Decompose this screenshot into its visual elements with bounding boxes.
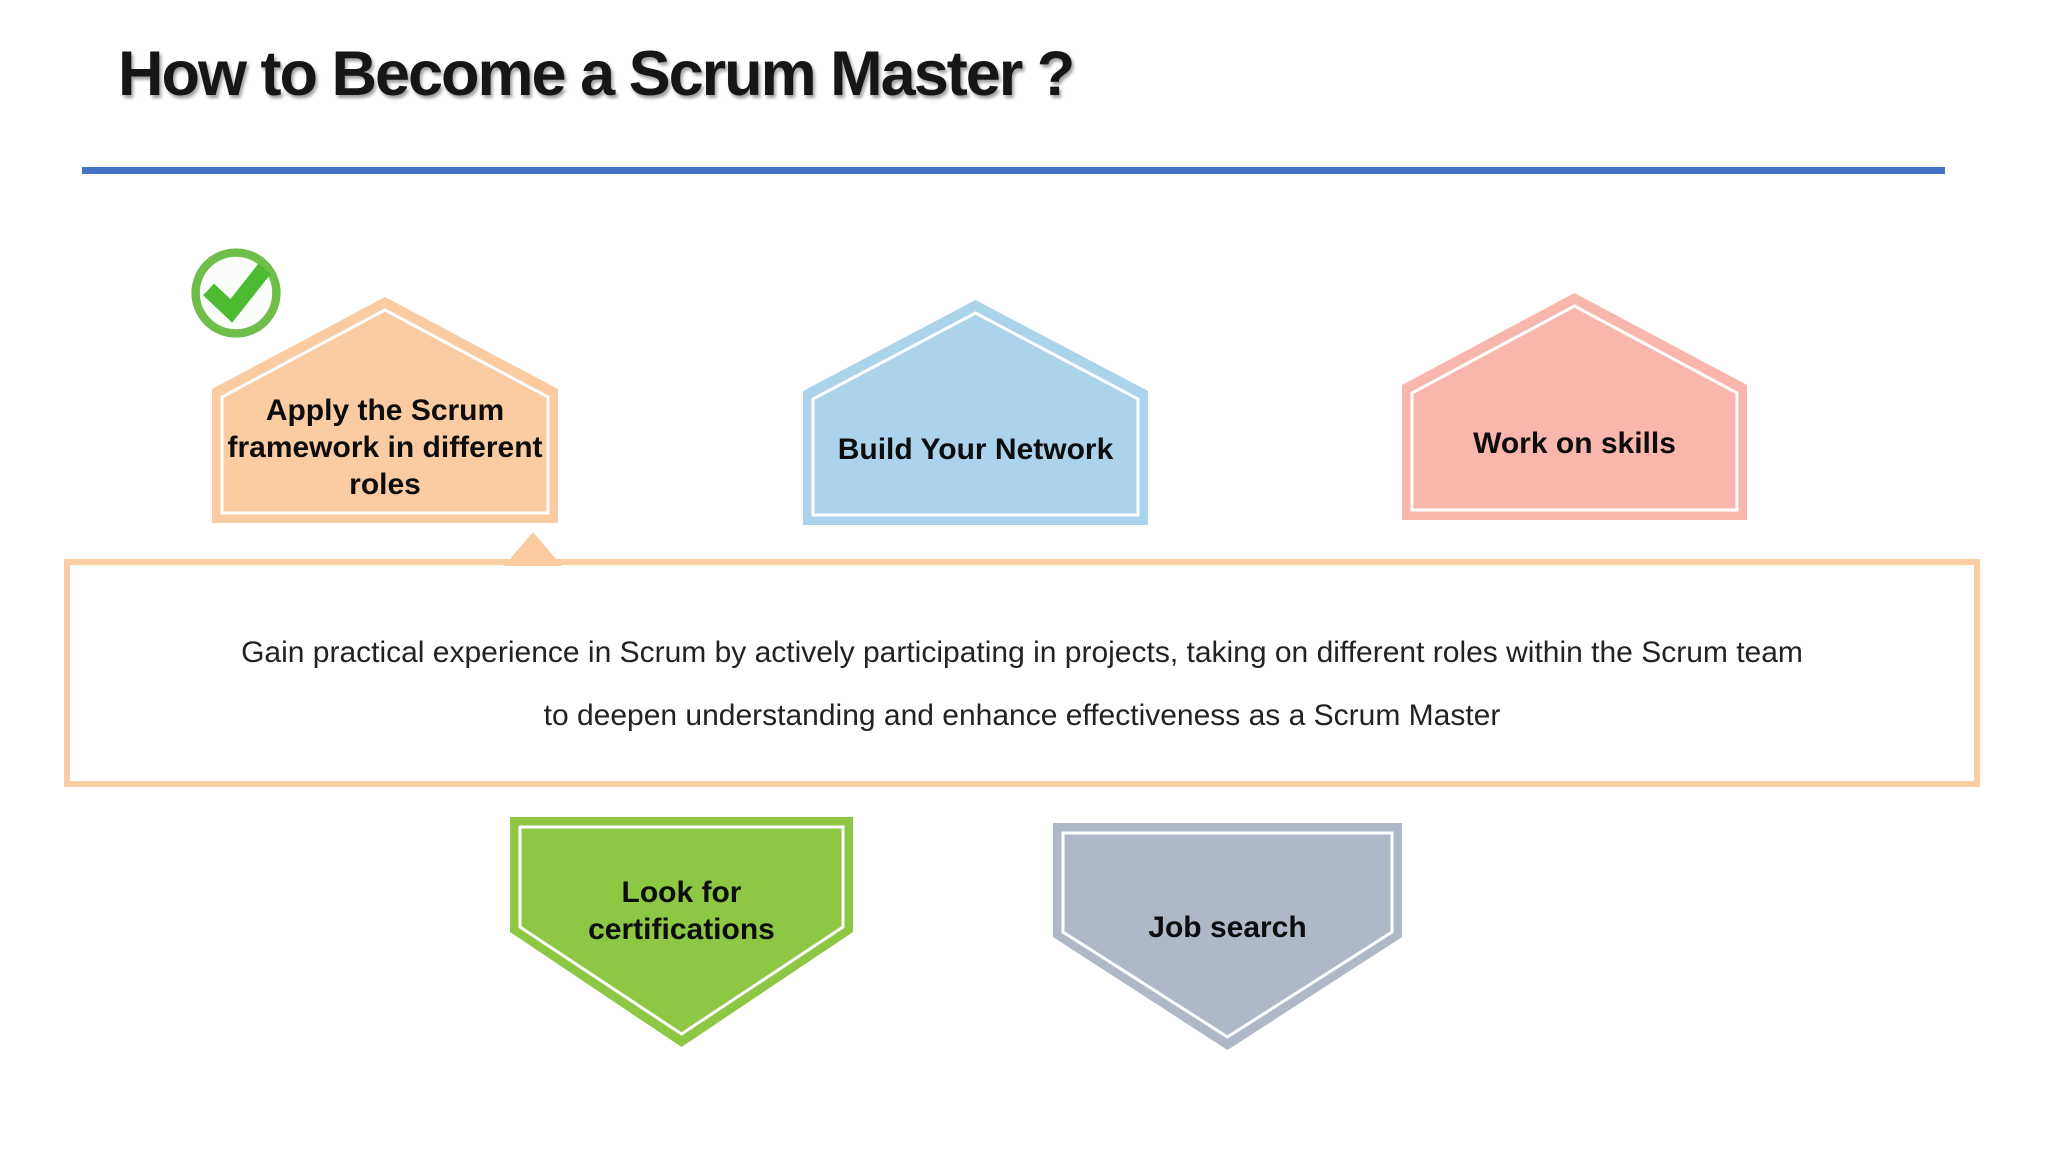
step-apply-scrum-framework: Apply the Scrum framework in different r… (212, 297, 558, 523)
title-divider-line (82, 167, 1945, 174)
check-circle-icon (189, 246, 283, 340)
step-label-line: Apply the Scrum (265, 393, 505, 427)
step-label: Build Your Network (803, 374, 1148, 525)
callout-text-line: to deepen understanding and enhance effe… (543, 699, 1501, 732)
step-label: Work on skills (1402, 368, 1747, 520)
callout-text-line: Gain practical experience in Scrum by ac… (241, 636, 1803, 669)
page-title: How to Become a Scrum Master ? (118, 39, 1075, 109)
step-label-line: Look for (621, 876, 742, 910)
step-label-line: Job search (1148, 910, 1307, 944)
callout-pointer-triangle (504, 532, 562, 566)
step-build-your-network: Build Your Network (803, 300, 1148, 525)
step-job-search: Job search (1053, 823, 1402, 1050)
step-look-for-certifications: Look for certifications (510, 817, 853, 1047)
step-label-line: roles (349, 467, 421, 501)
step-description-callout: Gain practical experience in Scrum by ac… (64, 532, 1980, 787)
callout-text: Gain practical experience in Scrum by ac… (70, 621, 1974, 747)
step-label: Job search (1053, 823, 1402, 1032)
step-label: Look for certifications (510, 817, 853, 1006)
step-label-line: framework in different (227, 430, 543, 464)
step-label-line: Build Your Network (837, 433, 1114, 467)
step-work-on-skills: Work on skills (1402, 293, 1747, 520)
step-label-line: certifications (588, 913, 775, 947)
step-label: Apply the Scrum framework in different r… (212, 372, 558, 523)
step-label-line: Work on skills (1473, 427, 1676, 461)
